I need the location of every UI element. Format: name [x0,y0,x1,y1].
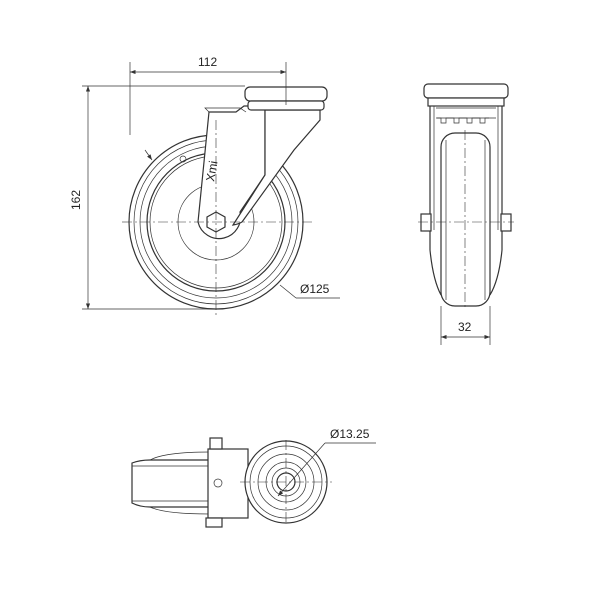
front-view: Xmi 112 162 Ø125 [69,55,340,315]
top-view: Ø13.25 [131,427,376,528]
dimension-bolt-hole-diameter: Ø13.25 [330,427,370,441]
side-view: 32 [418,83,514,345]
dimension-width: 112 [198,55,217,69]
dimension-wheel-width: 32 [458,320,472,334]
dimension-wheel-diameter: Ø125 [300,282,330,296]
dimension-height: 162 [69,190,83,210]
